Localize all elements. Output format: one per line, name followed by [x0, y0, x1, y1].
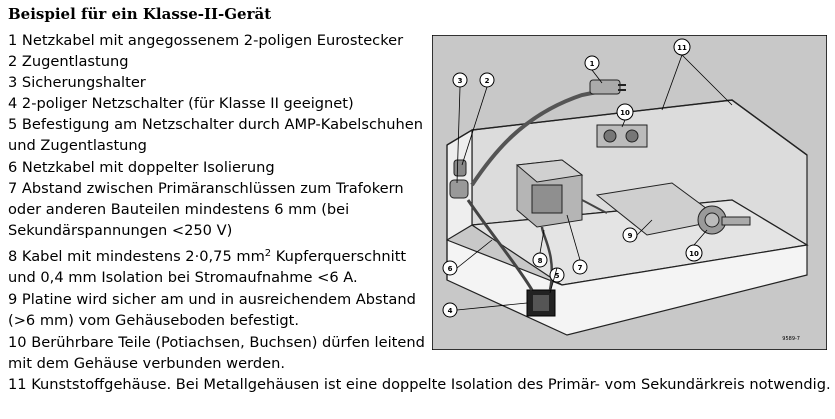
legend-line-5: 5 Befestigung am Netzschalter durch AMP-…	[8, 116, 423, 133]
legend-line-1: 1 Netzkabel mit angegossenem 2-poligen E…	[8, 32, 404, 49]
callout-label-3: 3	[458, 77, 463, 85]
page-title: Beispiel für ein Klasse-II-Gerät	[8, 5, 272, 23]
legend-line-11: 11 Kunststoffgehäuse. Bei Metallgehäusen…	[8, 376, 831, 393]
callout-8: 8	[532, 252, 548, 268]
potentiometer	[697, 205, 751, 235]
strain-relief	[453, 159, 467, 177]
callout-1: 1	[584, 55, 600, 71]
power-cable	[470, 88, 608, 187]
callout-2: 2	[479, 72, 495, 88]
legend-line-9b: (>6 mm) vom Gehäuseboden befestigt.	[8, 312, 300, 329]
callout-10b: 10	[685, 244, 703, 262]
callout-11: 11	[673, 38, 691, 56]
sockets	[596, 124, 648, 148]
transformer	[515, 159, 584, 228]
callout-10a: 10	[616, 103, 634, 121]
callout-3: 3	[452, 72, 468, 88]
callout-label-7: 7	[578, 264, 583, 272]
callout-5: 5	[549, 267, 565, 283]
legend-line-7: 7 Abstand zwischen Primäranschlüssen zum…	[8, 180, 404, 197]
internal-wiring	[466, 199, 534, 291]
legend-line-7c: Sekundärspannungen <250 V)	[8, 222, 233, 239]
power-switch	[526, 289, 556, 317]
callout-label-9: 9	[628, 232, 633, 240]
callout-label-4: 4	[448, 307, 453, 315]
legend-line-8-text-after: Kupferquerschnitt	[271, 248, 407, 265]
legend-line-8-sup: 2	[264, 248, 272, 259]
callout-6: 6	[442, 260, 458, 276]
legend-line-8-text: 8 Kabel mit mindestens 2·0,75 mm	[8, 248, 265, 265]
device-illustration: 1 2 3 4 5 6 7 8 9 10 10 11 9589-7	[432, 35, 827, 350]
legend-line-8b: und 0,4 mm Isolation bei Stromaufnahme <…	[8, 269, 358, 286]
legend-line-10b: mit dem Gehäuse verbunden werden.	[8, 355, 285, 372]
legend-line-4: 4 2-poliger Netzschalter (für Klasse II …	[8, 95, 354, 112]
callout-label-6: 6	[448, 265, 453, 273]
legend-line-10: 10 Berührbare Teile (Potiachsen, Buchsen…	[8, 334, 425, 351]
legend-line-5b: und Zugentlastung	[8, 137, 147, 154]
legend-line-3: 3 Sicherungshalter	[8, 74, 146, 91]
euro-plug	[589, 79, 621, 95]
callout-9: 9	[622, 227, 638, 243]
legend-line-7b: oder anderen Bauteilen mindestens 6 mm (…	[8, 201, 350, 218]
callout-label-10b: 10	[689, 250, 699, 258]
callout-label-2: 2	[485, 77, 490, 85]
callout-4: 4	[442, 302, 458, 318]
fuse-holder	[449, 179, 469, 199]
figure-code: 9589-7	[782, 336, 800, 342]
callout-label-1: 1	[590, 60, 595, 68]
callout-7: 7	[572, 259, 588, 275]
legend-line-8: 8 Kabel mit mindestens 2·0,75 mm2 Kupfer…	[8, 246, 406, 267]
legend-line-9: 9 Platine wird sicher am und in ausreich…	[8, 291, 416, 308]
callout-label-11: 11	[677, 44, 687, 52]
legend-line-2: 2 Zugentlastung	[8, 53, 129, 70]
callout-label-10a: 10	[620, 109, 630, 117]
callout-label-8: 8	[538, 257, 543, 265]
callout-label-5: 5	[555, 272, 560, 280]
legend-line-6: 6 Netzkabel mit doppelter Isolierung	[8, 159, 275, 176]
